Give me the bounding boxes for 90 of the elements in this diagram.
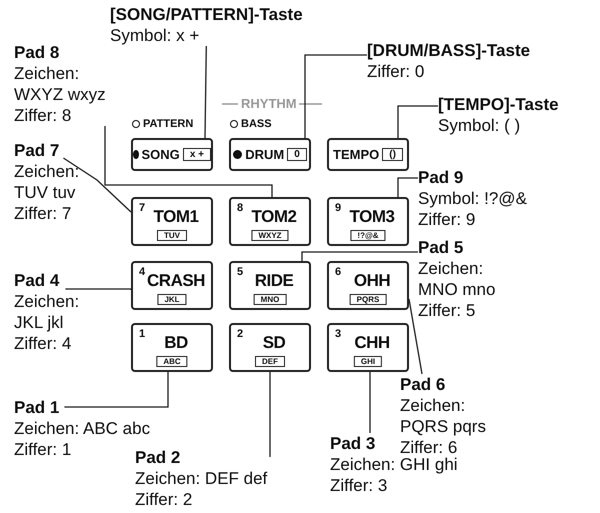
callout-title: Pad 2 [135,447,180,468]
mode-label: BASS [241,118,272,130]
key-label: MNO [254,294,286,305]
pad-number: 7 [139,202,146,214]
key-label: () [382,148,403,161]
leader-line [204,46,207,138]
key-label: ABC [156,356,188,367]
pad-button [229,138,311,171]
pad-number: 8 [237,202,244,214]
callout-text: Ziffer: 7 [14,203,72,224]
button-name: DRUM [245,147,284,162]
leader-line [104,126,273,197]
callout-text: Zeichen: TUV tuv [14,161,80,203]
callout-text: Symbol: ( ) [438,115,522,136]
pad-button [327,261,409,310]
pad-name: BD [163,334,189,352]
pad-number: 1 [139,328,146,340]
callout-text: Ziffer: 0 [367,61,426,82]
leader-line [269,372,271,457]
pad-number: 6 [335,266,342,278]
key-label: 0 [287,148,307,161]
leader-line [301,251,418,261]
key-label: x + [182,148,211,161]
callout-text: Zeichen: ABC abc [14,418,150,439]
button-name: SONG [142,147,180,162]
callout-text: Ziffer: 4 [14,333,72,354]
key-label: PQRS [350,294,386,305]
callout-text: Ziffer: 8 [14,105,72,126]
pad-number: 2 [237,328,244,340]
pad-button [327,138,409,171]
pad-name: OHH [352,272,392,290]
pad-name: CHH [353,334,391,352]
key-label: WXYZ [251,230,289,241]
callout-text: Zeichen: DEF def [135,468,268,489]
pad-number: 5 [237,266,244,278]
callout-title: Pad 3 [330,433,376,454]
pad-button [131,138,213,171]
callout-title: [SONG/PATTERN]-Taste [110,4,303,25]
pad-button [131,197,213,246]
leader-line [64,372,169,408]
callout-text: Ziffer: 3 [330,475,388,496]
section-label: RHYTHM [241,96,297,111]
callout-text: Ziffer: 9 [418,209,476,230]
callout-text: Ziffer: 2 [135,489,194,510]
pad-name: TOM2 [250,208,298,226]
leader-line [397,105,438,138]
callout-title: [TEMPO]-Taste [438,94,559,115]
leader-line [397,177,418,197]
callout-title: Pad 4 [14,270,60,291]
key-label: GHI [354,356,382,367]
key-label: JKL [157,294,187,305]
leader-line [65,288,132,290]
leader-line [63,157,132,212]
key-label: !?@& [350,230,386,241]
pad-name: SD [262,334,286,352]
leader-line [369,372,371,433]
leader-line [408,298,423,374]
callout-text: Zeichen: WXYZ wxyz [14,63,107,105]
callout-text: Symbol: !?@& [418,188,527,209]
mode-label: PATTERN [143,118,194,130]
callout-title: Pad 6 [400,374,446,395]
pad-number: 4 [139,266,146,278]
callout-title: Pad 9 [418,167,464,188]
callout-title: [DRUM/BASS]-Taste [367,40,530,61]
callout-title: Pad 8 [14,42,60,63]
callout-text: Symbol: x + [110,25,200,46]
callout-title: Pad 1 [14,397,60,418]
callout-title: Pad 5 [418,237,464,258]
pad-button [131,261,213,310]
callout-text: Zeichen: MNO mno [418,258,496,300]
key-label: TUV [157,230,187,241]
pad-button [327,197,409,246]
pad-name: TOM3 [348,208,396,226]
leader-line [304,54,367,138]
callout-text: Ziffer: 5 [418,300,476,321]
pad-button [229,197,311,246]
pad-name: RIDE [254,272,294,290]
pad-number: 9 [335,202,342,214]
pad-button [229,323,311,372]
pad-name: CRASH [146,272,206,290]
key-label: DEF [255,356,285,367]
pad-number: 3 [335,328,342,340]
callout-text: Zeichen: PQRS pqrs [400,395,487,437]
button-name: TEMPO [333,147,380,162]
pad-button [131,323,213,372]
pad-button [229,261,311,310]
pad-name: TOM1 [152,208,200,226]
callout-title: Pad 7 [14,140,60,161]
pad-button [327,323,409,372]
callout-text: Zeichen: JKL jkl [14,291,80,333]
